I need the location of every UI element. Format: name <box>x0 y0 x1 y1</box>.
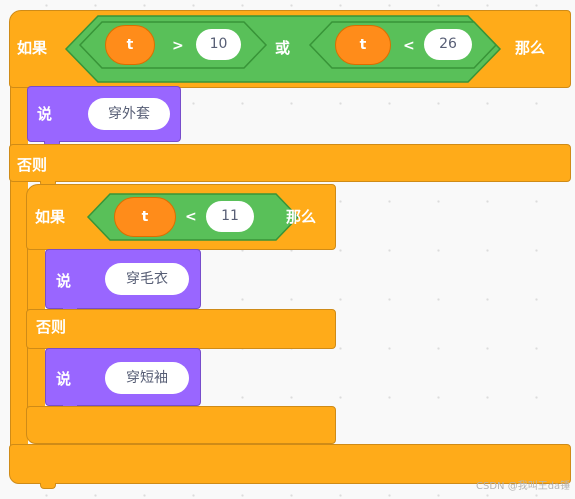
outer-if-label: 如果 <box>17 39 48 57</box>
greater-than-operator: > <box>172 38 184 54</box>
inner-if-label: 如果 <box>35 208 66 226</box>
or-label: 或 <box>275 39 291 57</box>
number-input-26[interactable]: 26 <box>424 29 472 60</box>
say-label: 说 <box>37 105 53 123</box>
then-label: 那么 <box>515 39 546 57</box>
else-label: 否则 <box>17 156 48 174</box>
say-label: 说 <box>56 370 72 388</box>
else-label: 否则 <box>36 318 67 336</box>
outer-else-bar <box>9 144 571 182</box>
variable-t-reporter[interactable]: t <box>105 25 155 65</box>
then-label: 那么 <box>286 208 317 226</box>
number-input-11[interactable]: 11 <box>206 201 254 232</box>
watermark: CSDN @我叫王da锤 <box>476 481 571 492</box>
say-text-input[interactable]: 穿毛衣 <box>105 263 189 295</box>
less-than-operator: < <box>403 38 415 54</box>
number-input-10[interactable]: 10 <box>196 29 241 60</box>
inner-if-bottom-cap <box>26 406 336 444</box>
inner-else-bar <box>26 309 336 349</box>
say-text-input[interactable]: 穿外套 <box>88 98 170 130</box>
inner-if-else-block[interactable]: 如果 t < 11 那么 说 穿毛衣 否则 说 穿短袖 <box>26 184 336 446</box>
variable-t-reporter[interactable]: t <box>114 197 176 237</box>
say-label: 说 <box>56 272 72 290</box>
outer-bottom-notch <box>40 483 56 489</box>
variable-t-reporter[interactable]: t <box>335 25 391 65</box>
outer-if-bottom-cap <box>9 444 571 484</box>
less-than-operator: < <box>185 209 197 225</box>
say-text-input[interactable]: 穿短袖 <box>105 362 189 394</box>
